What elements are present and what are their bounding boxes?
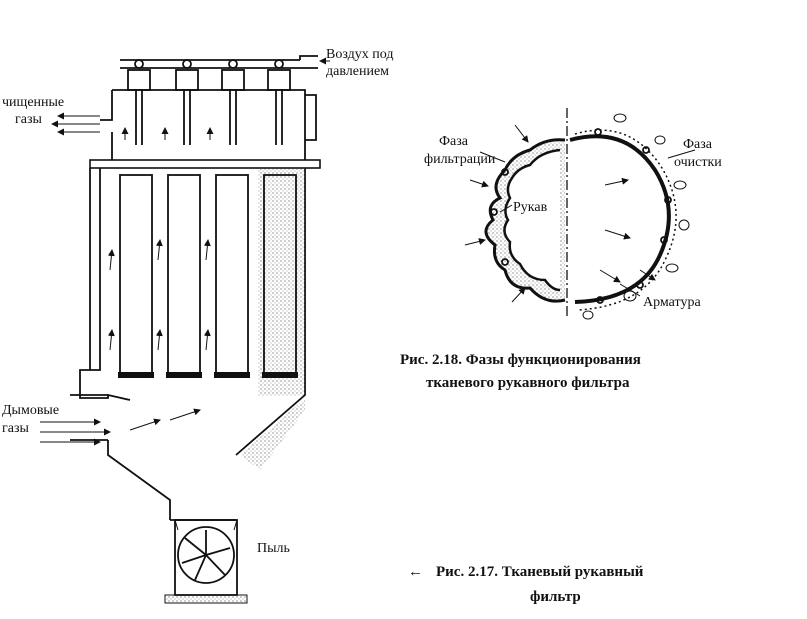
- label-air-line1: Воздух под: [326, 47, 393, 62]
- label-filtration-line1: Фаза: [439, 134, 469, 149]
- label-filtration-line2: фильтрации: [424, 152, 496, 167]
- gas-flow-arrows: [107, 127, 214, 431]
- label-clean-gas-line2: газы: [15, 112, 42, 127]
- rotary-valve: [164, 519, 248, 604]
- clean-gas-plenum: [51, 89, 317, 160]
- caption-fig17-line2: фильтр: [530, 589, 581, 605]
- leader-frame: [619, 283, 641, 297]
- bag-phases-drawing: [464, 108, 696, 320]
- label-smoke-line1: Дымовые: [2, 403, 59, 418]
- leader-cleaning: [667, 149, 696, 159]
- label-cleaning-line2: очистки: [674, 155, 722, 170]
- caption-fig17-line1: Рис. 2.17. Тканевый рукавный: [436, 564, 644, 580]
- label-air-line2: давлением: [326, 64, 389, 79]
- inlet-arrows: [40, 418, 111, 446]
- leader-bag: [499, 204, 513, 213]
- cleaning-phase-bag: [569, 113, 690, 320]
- filtration-phase-bag: [464, 124, 566, 303]
- label-cleaning-line1: Фаза: [683, 137, 713, 152]
- label-clean-gas-line1: чищенные: [2, 95, 64, 110]
- label-dust: Пыль: [257, 541, 290, 556]
- caption-fig17-arrow: ←: [408, 564, 423, 580]
- bag-filter-drawing: [40, 55, 330, 604]
- caption-fig18-line2: тканевого рукавного фильтра: [426, 375, 630, 391]
- label-smoke-line2: газы: [2, 421, 29, 436]
- caption-fig18-line1: Рис. 2.18. Фазы функционирования: [400, 352, 641, 368]
- filter-bags: [118, 174, 298, 378]
- label-bag: Рукав: [513, 200, 548, 215]
- tube-sheet: [89, 159, 321, 169]
- filter-housing: [70, 168, 306, 521]
- compressed-air-manifold: [120, 55, 330, 91]
- leader-filtration: [479, 151, 506, 163]
- label-frame: Арматура: [643, 295, 701, 310]
